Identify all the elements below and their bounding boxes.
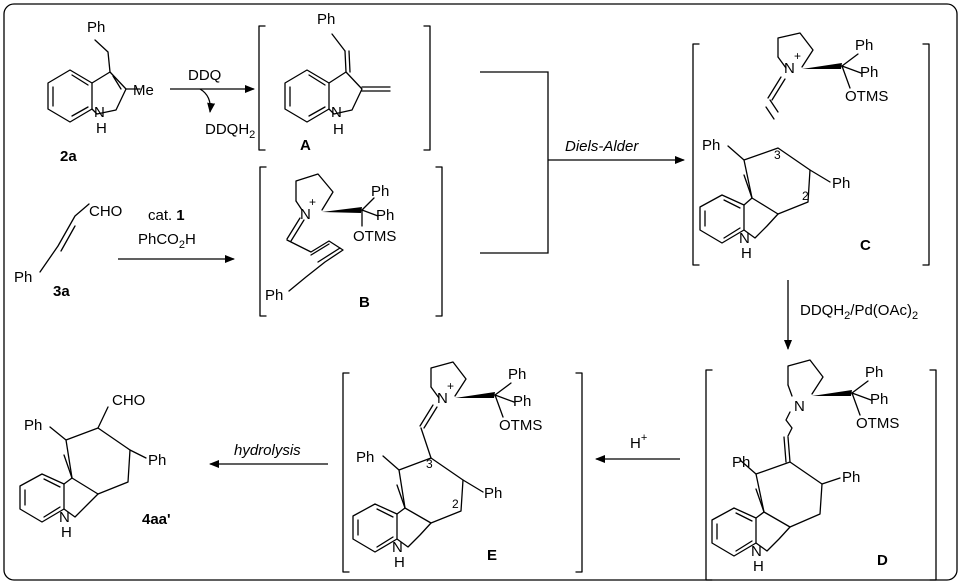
ph-label: Ph — [860, 64, 878, 81]
ph-label: Ph — [865, 364, 883, 381]
reagent-cat: cat.1 — [148, 207, 185, 224]
ph-label: Ph — [855, 37, 873, 54]
protonation-arrow: H+ — [595, 432, 680, 463]
n-label: N — [331, 104, 342, 121]
ph-label: Ph — [484, 485, 502, 502]
locant-2: 2 — [452, 497, 459, 511]
locant-3: 3 — [426, 457, 433, 471]
ph-label: Ph — [14, 269, 32, 286]
compound-e: N + Ph Ph OTMS Ph 3 Ph 2 N H E — [342, 361, 583, 573]
h-label: H — [741, 245, 752, 262]
plus-label: + — [447, 379, 454, 393]
diels-alder-arrow: Diels-Alder — [480, 71, 685, 254]
cho-label: CHO — [89, 203, 122, 220]
ph-label: Ph — [356, 449, 374, 466]
h-label: H — [394, 554, 405, 571]
h-label: H — [753, 558, 764, 575]
n-label: N — [300, 206, 311, 223]
compound-b: N + Ph Ph OTMS Ph B — [259, 166, 443, 317]
n-label: N — [94, 104, 105, 121]
compound-label-2a: 2a — [60, 148, 77, 165]
n-label: N — [751, 543, 762, 560]
compound-c: N + Ph Ph OTMS Ph 3 Ph 2 N H C — [692, 32, 930, 266]
h-label: H — [96, 120, 107, 137]
locant-3: 3 — [774, 148, 781, 162]
n-label: N — [784, 60, 795, 77]
compound-label-4aa: 4aa' — [142, 511, 171, 528]
compound-label-e: E — [487, 547, 497, 564]
compound-a: Ph N H A — [258, 11, 431, 154]
cho-label: CHO — [112, 392, 145, 409]
compound-3a: CHO Ph 3a — [14, 203, 122, 300]
locant-2: 2 — [802, 189, 809, 203]
hydrolysis-arrow: hydrolysis — [209, 442, 328, 468]
h-label: H — [61, 524, 72, 541]
ph-label: Ph — [148, 452, 166, 469]
reagent-ddqh2-pd: DDQH2/Pd(OAc)2 — [800, 302, 918, 322]
ph-label: Ph — [732, 454, 750, 471]
compound-d: N Ph Ph OTMS Ph Ph N H D — [705, 359, 937, 581]
ph-label: Ph — [832, 175, 850, 192]
ph-label: Ph — [371, 183, 389, 200]
ph-label: Ph — [842, 469, 860, 486]
catalyst-arrow: cat.1 PhCO2H — [118, 207, 235, 263]
otms-label: OTMS — [845, 88, 888, 105]
compound-label-a: A — [300, 137, 311, 154]
ph-label: Ph — [317, 11, 335, 28]
reagent-hplus: H+ — [630, 432, 647, 452]
ph-label: Ph — [87, 19, 105, 36]
n-label: N — [794, 398, 805, 415]
ph-label: Ph — [265, 287, 283, 304]
compound-label-b: B — [359, 294, 370, 311]
plus-label: + — [309, 195, 316, 209]
ph-label: Ph — [24, 417, 42, 434]
n-label: N — [59, 509, 70, 526]
otms-label: OTMS — [856, 415, 899, 432]
compound-label-c: C — [860, 237, 871, 254]
reagent-ddqh2: DDQH2 — [205, 121, 255, 141]
n-label: N — [437, 390, 448, 407]
otms-label: OTMS — [499, 417, 542, 434]
h-label: H — [333, 121, 344, 138]
plus-label: + — [794, 49, 801, 63]
ph-label: Ph — [508, 366, 526, 383]
ph-label: Ph — [376, 207, 394, 224]
compound-2a: Ph Me N H 2a — [47, 19, 154, 165]
compound-label-3a: 3a — [53, 283, 70, 300]
compound-4aa: CHO Ph Ph N H 4aa' — [19, 392, 171, 541]
reagent-ddq: DDQ — [188, 67, 221, 84]
n-label: N — [392, 539, 403, 556]
ph-label: Ph — [513, 393, 531, 410]
ph-label: Ph — [870, 391, 888, 408]
reagent-phco2h: PhCO2H — [138, 231, 196, 251]
methyl-label: Me — [133, 82, 154, 99]
reagent-diels-alder: Diels-Alder — [565, 138, 639, 155]
otms-label: OTMS — [353, 228, 396, 245]
scheme-frame — [3, 3, 958, 581]
ph-label: Ph — [702, 137, 720, 154]
oxidation-arrow: DDQH2/Pd(OAc)2 — [784, 280, 918, 350]
compound-label-d: D — [877, 552, 888, 569]
n-label: N — [739, 230, 750, 247]
ddq-arrow: DDQ DDQH2 — [170, 67, 255, 141]
reagent-hydrolysis: hydrolysis — [234, 442, 301, 459]
